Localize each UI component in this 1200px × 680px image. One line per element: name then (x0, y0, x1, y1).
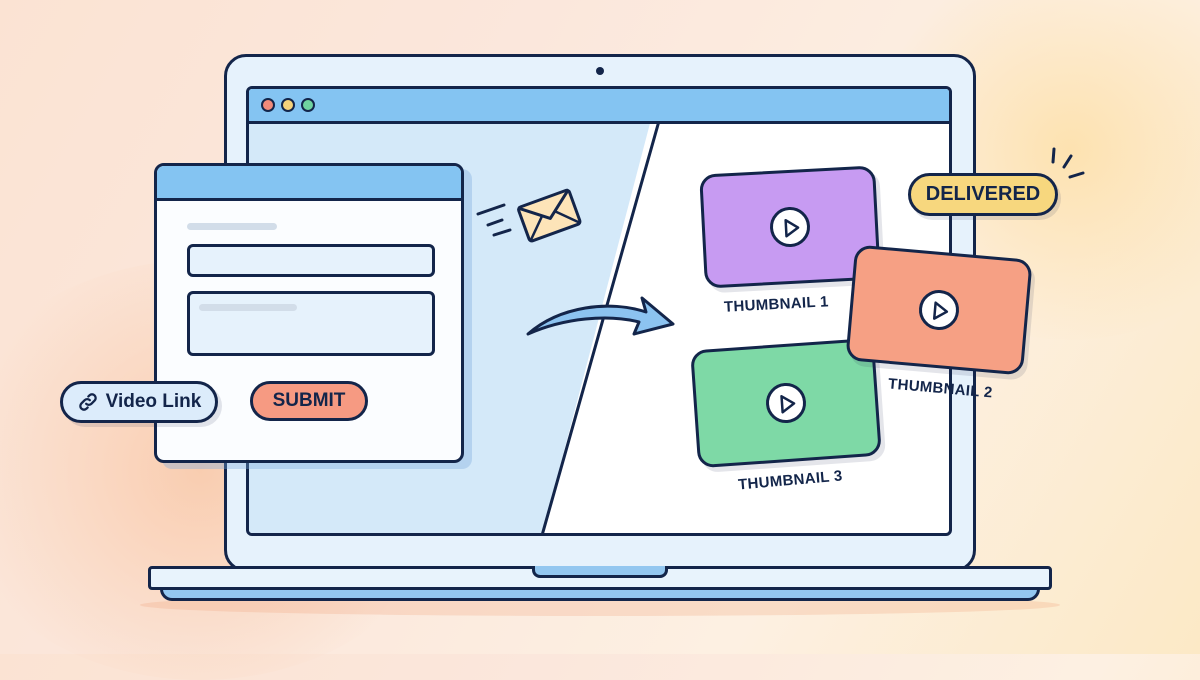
video-link-label: Video Link (105, 391, 202, 412)
window-close-dot[interactable] (261, 98, 275, 112)
envelope-icon (476, 188, 582, 243)
thumbnail-2[interactable] (845, 244, 1033, 376)
submit-button[interactable]: SUBMIT (250, 381, 368, 421)
play-icon[interactable] (764, 381, 808, 425)
browser-titlebar (249, 89, 949, 124)
form-titlebar (157, 166, 461, 201)
textarea-placeholder-line (199, 304, 297, 311)
play-icon[interactable] (917, 288, 961, 332)
play-icon[interactable] (768, 205, 812, 249)
video-url-input[interactable] (187, 244, 435, 277)
submit-label: SUBMIT (272, 390, 346, 411)
delivered-badge: DELIVERED (908, 173, 1058, 216)
laptop-notch (532, 566, 668, 578)
sparkle-lines-icon (1051, 147, 1085, 179)
thumbnail-3[interactable] (690, 337, 882, 469)
window-minimize-dot[interactable] (281, 98, 295, 112)
camera-icon (596, 67, 604, 75)
curved-arrow-icon (526, 296, 675, 336)
link-icon (78, 393, 97, 411)
delivered-label: DELIVERED (925, 183, 1041, 205)
field-label-placeholder (187, 223, 277, 230)
laptop-base-bottom (160, 589, 1040, 601)
window-maximize-dot[interactable] (301, 98, 315, 112)
message-textarea[interactable] (187, 291, 435, 356)
video-link-chip[interactable]: Video Link (60, 381, 218, 423)
thumbnail-1[interactable] (699, 165, 881, 289)
